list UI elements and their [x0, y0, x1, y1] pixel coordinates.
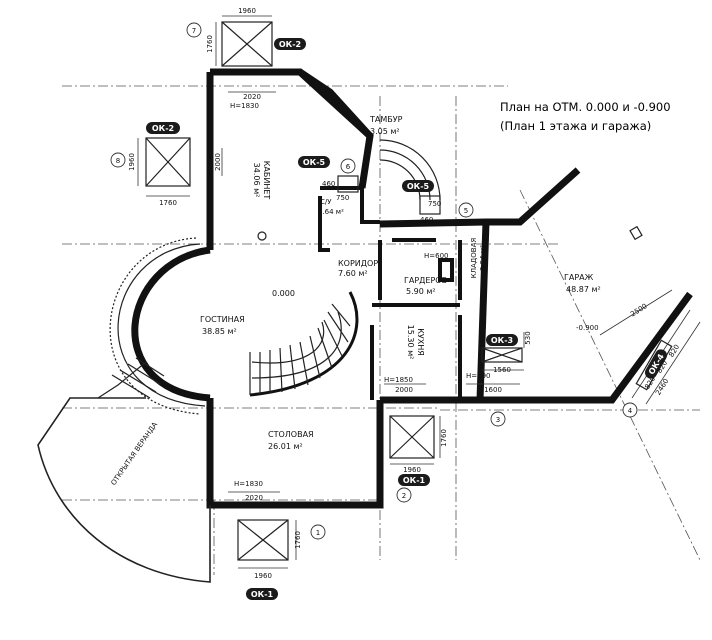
open-veranda — [37, 357, 211, 583]
staircase — [249, 291, 359, 397]
callout-7: 7 — [192, 27, 196, 35]
dim-2000-kabinet: 2000 — [214, 153, 222, 171]
dim-1960-left: 1960 — [128, 153, 136, 171]
window-mark-ok2-left: ОК-2 — [146, 122, 180, 134]
dim-h1830-bottom: H=1830 — [234, 480, 263, 488]
dim-1960-top: 1960 — [238, 7, 256, 15]
room-area-garderob: 5.90 м² — [406, 287, 436, 296]
dim-h1830-top: H=1830 — [230, 102, 259, 110]
dim-1960-right: 1960 — [403, 466, 421, 474]
callout-4: 4 — [628, 407, 633, 415]
dim-2500: 2500 — [629, 302, 648, 318]
dim-460-su: 460 — [322, 180, 335, 188]
plan-title-line1: План на ОТМ. 0.000 и -0.900 — [500, 100, 671, 114]
svg-text:1760: 1760 — [206, 35, 214, 53]
dim-1600: 1600 — [484, 386, 502, 394]
svg-text:2500: 2500 — [629, 302, 648, 318]
svg-text:1760: 1760 — [440, 429, 448, 447]
room-name-koridor: КОРИДОР — [338, 259, 378, 268]
dim-2000-kitchen: 2000 — [395, 386, 413, 394]
svg-text:ОТКРЫТАЯ ВЕРАНДА: ОТКРЫТАЯ ВЕРАНДА — [110, 421, 160, 487]
exterior-walls — [206, 68, 693, 509]
room-name-su: С/У — [320, 198, 332, 206]
room-name-garderob: ГАРДЕРОБ — [404, 276, 447, 285]
window-mark-ok3: ОК-3 — [486, 334, 518, 346]
dim-1760-right: 1760 — [440, 429, 448, 447]
dim-460-tambur: 460 — [420, 216, 433, 224]
window-blocks — [145, 21, 673, 561]
svg-text:ОК-3: ОК-3 — [491, 336, 513, 345]
room-name-stolovaya: СТОЛОВАЯ — [268, 430, 314, 439]
dim-1760-top: 1760 — [206, 35, 214, 53]
callout-8: 8 — [116, 157, 120, 165]
room-label-veranda: ОТКРЫТАЯ ВЕРАНДА — [110, 421, 160, 487]
svg-text:ОК-1: ОК-1 — [251, 590, 274, 599]
axis-callouts — [110, 22, 638, 540]
dim-750-su: 750 — [336, 194, 349, 202]
svg-text:ОК-1: ОК-1 — [403, 476, 426, 485]
dim-1560: 1560 — [493, 366, 511, 374]
plan-title-line2: (План 1 этажа и гаража) — [500, 119, 651, 133]
svg-text:ОК-2: ОК-2 — [152, 124, 174, 133]
window-mark-ok5-left: ОК-5 — [298, 156, 330, 168]
room-area-gostinaya: 38.85 м² — [202, 327, 237, 336]
dim-1760-left: 1760 — [159, 199, 177, 207]
room-label-kabinet: КАБИНЕТ 34.06 м² — [252, 161, 271, 200]
dim-530: 530 — [524, 331, 532, 344]
level-mark-garage: -0.900 — [576, 324, 599, 332]
window-mark-ok1-right: ОК-1 — [398, 474, 430, 486]
room-area-koridor: 7.60 м² — [338, 269, 368, 278]
room-name-tambur: ТАМБУР — [369, 115, 403, 124]
room-name-garazh: ГАРАЖ — [564, 273, 594, 282]
living-room-arc — [109, 237, 211, 415]
svg-text:ОК-5: ОК-5 — [407, 182, 430, 191]
svg-text:530: 530 — [524, 331, 532, 344]
window-mark-ok1-bottom: ОК-1 — [246, 588, 278, 600]
room-area-stolovaya: 26.01 м² — [268, 442, 303, 451]
svg-text:ОК-5: ОК-5 — [303, 158, 326, 167]
svg-text:КЛАДОВАЯ: КЛАДОВАЯ — [470, 238, 478, 279]
room-label-kuhnya: КУХНЯ 15.30 м² — [406, 325, 425, 360]
interior-walls — [318, 186, 462, 400]
dimension-lines — [137, 15, 701, 569]
window-mark-ok5-right: ОК-5 — [402, 180, 434, 192]
callout-2: 2 — [402, 492, 406, 500]
room-area-su: 3.64 м² — [318, 208, 344, 216]
dim-h600: H=600 — [424, 252, 449, 260]
room-name-gostinaya: ГОСТИНАЯ — [200, 315, 245, 324]
svg-text:3.54 м²: 3.54 м² — [479, 245, 487, 271]
dim-750-tambur: 750 — [428, 200, 441, 208]
svg-text:КАБИНЕТ: КАБИНЕТ — [262, 161, 271, 200]
svg-text:34.06 м²: 34.06 м² — [252, 163, 261, 198]
room-label-kladovaya: КЛАДОВАЯ 3.54 м² — [470, 238, 487, 279]
svg-text:15.30 м²: 15.30 м² — [406, 325, 415, 360]
callout-5: 5 — [464, 207, 468, 215]
callout-3: 3 — [496, 416, 500, 424]
dim-2020-bottom: 2020 — [245, 494, 263, 502]
svg-text:1760: 1760 — [294, 531, 302, 549]
svg-text:2000: 2000 — [214, 153, 222, 171]
svg-text:1960: 1960 — [128, 153, 136, 171]
room-area-garazh: 48.87 м² — [566, 285, 601, 294]
dim-h1850: H=1850 — [384, 376, 413, 384]
dim-1760-bottom: 1760 — [294, 531, 302, 549]
callout-6: 6 — [346, 163, 351, 171]
dim-h590: H=590 — [466, 372, 491, 380]
callout-1: 1 — [316, 529, 320, 537]
dim-2020-top: 2020 — [243, 93, 261, 101]
svg-text:КУХНЯ: КУХНЯ — [416, 328, 425, 356]
svg-text:ОК-2: ОК-2 — [279, 40, 301, 49]
dim-1960-bottom: 1960 — [254, 572, 272, 580]
level-mark-main: 0.000 — [272, 289, 295, 298]
room-area-tambur: 3.05 м² — [370, 127, 400, 136]
window-mark-ok2-top: ОК-2 — [274, 38, 306, 50]
